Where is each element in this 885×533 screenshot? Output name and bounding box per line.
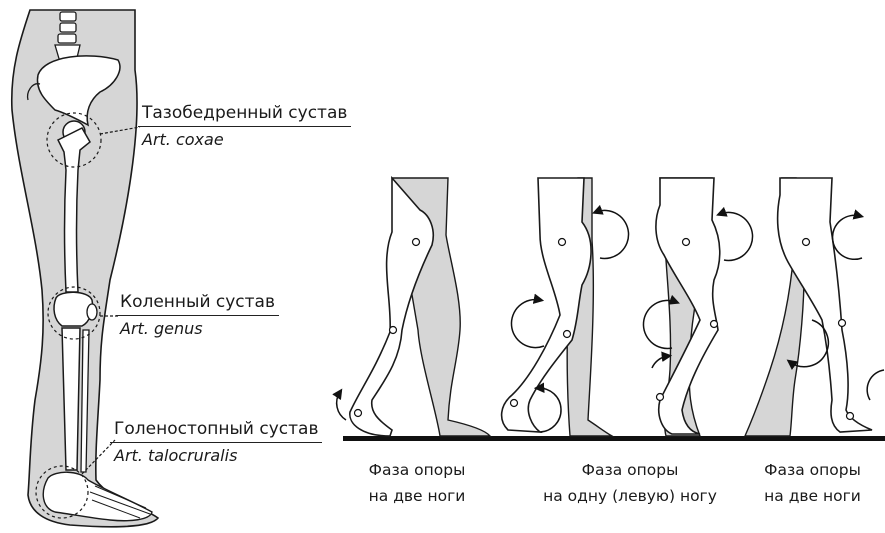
hip-joint-latin: Art. coxae bbox=[138, 127, 351, 151]
knee-joint-name: Коленный сустав bbox=[116, 291, 279, 316]
gait-figure-1 bbox=[337, 178, 490, 436]
hip-joint-name: Тазобедренный сустав bbox=[138, 102, 351, 127]
gait-sequence bbox=[337, 178, 885, 441]
phase-caption-1-line1: Фаза опоры bbox=[352, 457, 482, 483]
phase-caption-1: Фаза опоры на две ноги bbox=[352, 457, 482, 509]
knee-joint-label: Коленный сустав Art. genus bbox=[116, 291, 279, 340]
gait-figure-4 bbox=[745, 178, 884, 436]
phase-caption-3-line1: Фаза опоры bbox=[750, 457, 875, 483]
phase-caption-2-line1: Фаза опоры bbox=[530, 457, 730, 483]
knee-joint-latin: Art. genus bbox=[116, 316, 279, 340]
ankle-joint-latin: Art. talocruralis bbox=[110, 443, 322, 467]
ankle-joint-label: Голеностопный сустав Art. talocruralis bbox=[110, 418, 322, 467]
phase-caption-2: Фаза опоры на одну (левую) ногу bbox=[530, 457, 730, 509]
ankle-joint-name: Голеностопный сустав bbox=[110, 418, 322, 443]
phase-caption-2-line2: на одну (левую) ногу bbox=[530, 483, 730, 509]
phase-caption-3-line2: на две ноги bbox=[750, 483, 875, 509]
gait-figure-2 bbox=[502, 178, 629, 436]
tibia bbox=[62, 328, 80, 470]
phase-caption-3: Фаза опоры на две ноги bbox=[750, 457, 875, 509]
ground-line bbox=[343, 436, 885, 441]
gait-figure-3 bbox=[643, 178, 752, 436]
hip-joint-label: Тазобедренный сустав Art. coxae bbox=[138, 102, 351, 151]
phase-caption-1-line2: на две ноги bbox=[352, 483, 482, 509]
